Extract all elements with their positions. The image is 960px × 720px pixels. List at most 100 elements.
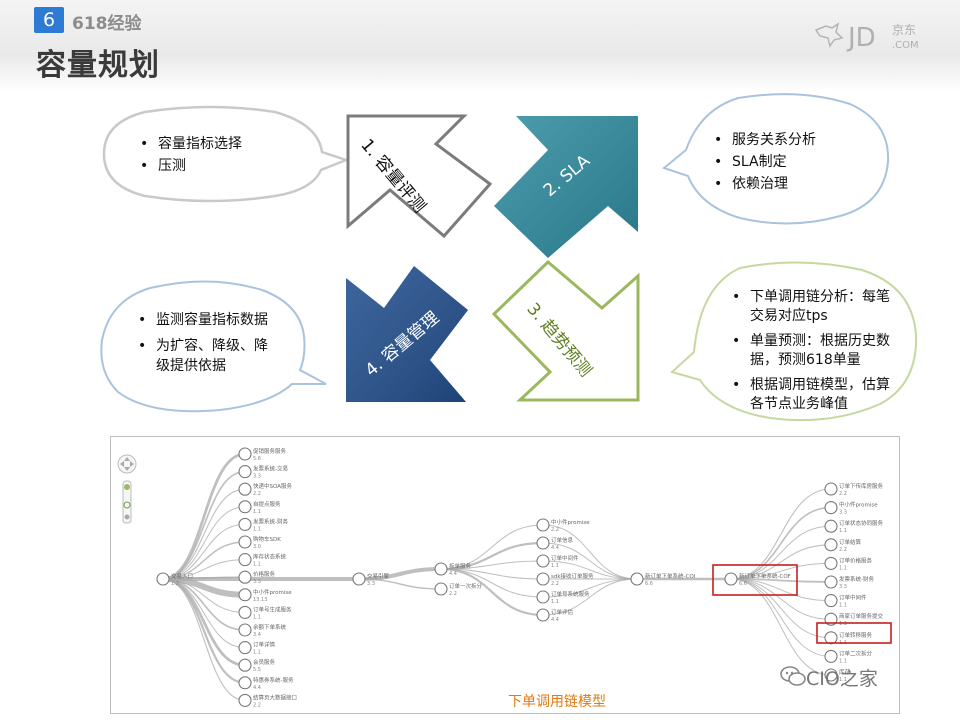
section-title: 618经验	[72, 14, 142, 34]
call-edge	[730, 544, 832, 580]
call-edge	[730, 506, 832, 580]
node-value: 4.4	[551, 617, 559, 623]
bullets-trend-forecast: 下单调用链分析：每笔交易对应tps 单量预测：根据历史数据，预测618单量 根据…	[730, 288, 900, 416]
call-edge	[162, 578, 246, 701]
zoom-controls[interactable]	[117, 454, 137, 524]
node-label: 促销服务服务	[253, 447, 287, 455]
node-circle	[238, 553, 252, 567]
bullets-capacity-evaluation: 容量指标选择 压测	[138, 134, 288, 178]
bullet-item: 监测容量指标数据	[136, 310, 276, 330]
node-value: 3.4	[253, 632, 261, 638]
node-circle	[824, 649, 838, 663]
jd-logo-mark: JD	[846, 23, 876, 53]
call-edge	[162, 470, 246, 580]
node-label: 交易引擎	[367, 572, 390, 580]
bullets-sla: 服务关系分析 SLA制定 依赖治理	[712, 130, 862, 196]
node-value: 1.1	[839, 565, 847, 571]
highlight-box-cof	[712, 564, 798, 596]
node-value: 13.13	[253, 597, 267, 603]
node-circle	[238, 570, 252, 584]
node-circle	[724, 572, 738, 586]
node-circle	[238, 693, 252, 707]
node-circle	[630, 572, 644, 586]
node-left-fan[interactable]: 特惠券系统-服务4.4	[238, 676, 294, 691]
node-label: 中小件promise	[551, 518, 590, 526]
node-label: 快递中SOA服务	[253, 482, 292, 490]
node-left-fan[interactable]: 发票系统-财务1.1	[238, 517, 288, 532]
node-value: 5.6	[253, 456, 261, 462]
node-circle	[156, 572, 170, 586]
bullet-item: 下单调用链分析：每笔交易对应tps	[730, 288, 900, 326]
node-circle	[434, 582, 448, 596]
jd-logo: JD 京东 .COM	[814, 22, 919, 53]
node-right-fan[interactable]: 库存1.1	[824, 668, 851, 683]
node-value: 2.2	[449, 591, 457, 597]
node-label: 发票系统-交易	[253, 465, 288, 473]
node-circle	[238, 658, 252, 672]
arrow-1-capacity-evaluation	[346, 114, 493, 239]
section-number-badge: 6	[34, 7, 64, 33]
call-edge	[542, 578, 638, 616]
node-label: 订单评估	[551, 608, 574, 616]
node-circle	[824, 519, 838, 533]
node-right-fan[interactable]: 发票系统-财务3.3	[824, 575, 874, 590]
node-value: 4.4	[449, 571, 457, 577]
node-value: 2.2	[839, 491, 847, 497]
bubble-top-left	[102, 105, 350, 203]
node-circle	[352, 572, 366, 586]
node-circle	[238, 482, 252, 496]
node-circle	[536, 536, 550, 550]
node-value: 1.1	[253, 614, 261, 620]
watermark-text: CIO之家	[806, 668, 878, 690]
node-label: 结算页大数据接口	[253, 693, 297, 701]
node-left-fan[interactable]: 发票系统-交易3.3	[238, 465, 288, 480]
node-circle	[536, 608, 550, 622]
node-circle	[238, 465, 252, 479]
wechat-icon	[780, 666, 806, 686]
node-label: 库存	[839, 668, 851, 676]
node-circle	[238, 447, 252, 461]
node-circle	[238, 517, 252, 531]
node-value: 1.1	[551, 563, 559, 569]
node-label: 商家订单服务提交	[839, 612, 884, 620]
diagram-caption: 下单调用链模型	[508, 694, 606, 710]
call-edge	[730, 525, 832, 580]
call-edge	[440, 560, 544, 570]
node-value: 3.0	[253, 544, 261, 550]
node-label: 订单结算	[839, 538, 862, 546]
node-value: 2.2	[551, 527, 559, 533]
node-label: 订单信息	[551, 536, 574, 544]
